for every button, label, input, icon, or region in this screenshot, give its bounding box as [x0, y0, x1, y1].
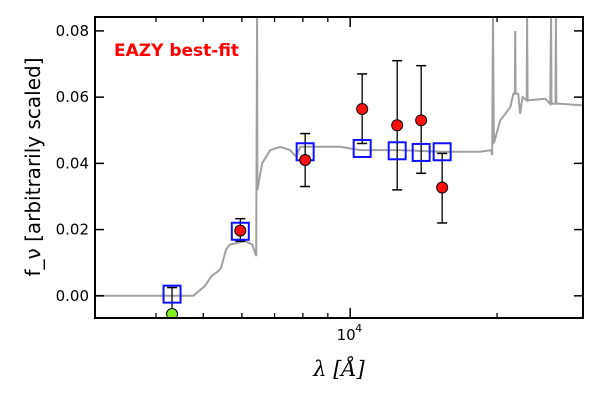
observed-point [234, 224, 247, 237]
template-flux-marker [432, 142, 452, 162]
x-tick-label: 10 [337, 326, 356, 344]
model-spectrum-line [95, 17, 583, 297]
y-tick-label: 0.02 [56, 221, 89, 239]
observed-point [391, 119, 404, 132]
template-flux-marker [352, 138, 372, 158]
observed-point [415, 114, 428, 127]
template-flux-marker [162, 284, 182, 304]
template-flux-marker [230, 221, 250, 241]
observed-point [356, 103, 369, 116]
template-flux-marker [387, 141, 407, 161]
y-tick-label: 0.00 [56, 287, 89, 305]
plot-frame [94, 16, 584, 319]
observed-point [436, 181, 449, 194]
observed-point [166, 308, 179, 318]
y-axis-label: f_ν [arbitrarily scaled] [21, 58, 45, 277]
template-flux-marker [411, 142, 431, 162]
chart-title: EAZY best-fit [114, 41, 239, 61]
plot-area [95, 17, 583, 318]
y-tick-label: 0.04 [56, 154, 89, 172]
y-tick-label: 0.06 [56, 88, 89, 106]
y-tick-label: 0.08 [56, 22, 89, 40]
x-tick-exponent: 4 [355, 322, 362, 335]
x-axis-label: λ [Å] [312, 356, 365, 381]
observed-point [299, 154, 312, 167]
